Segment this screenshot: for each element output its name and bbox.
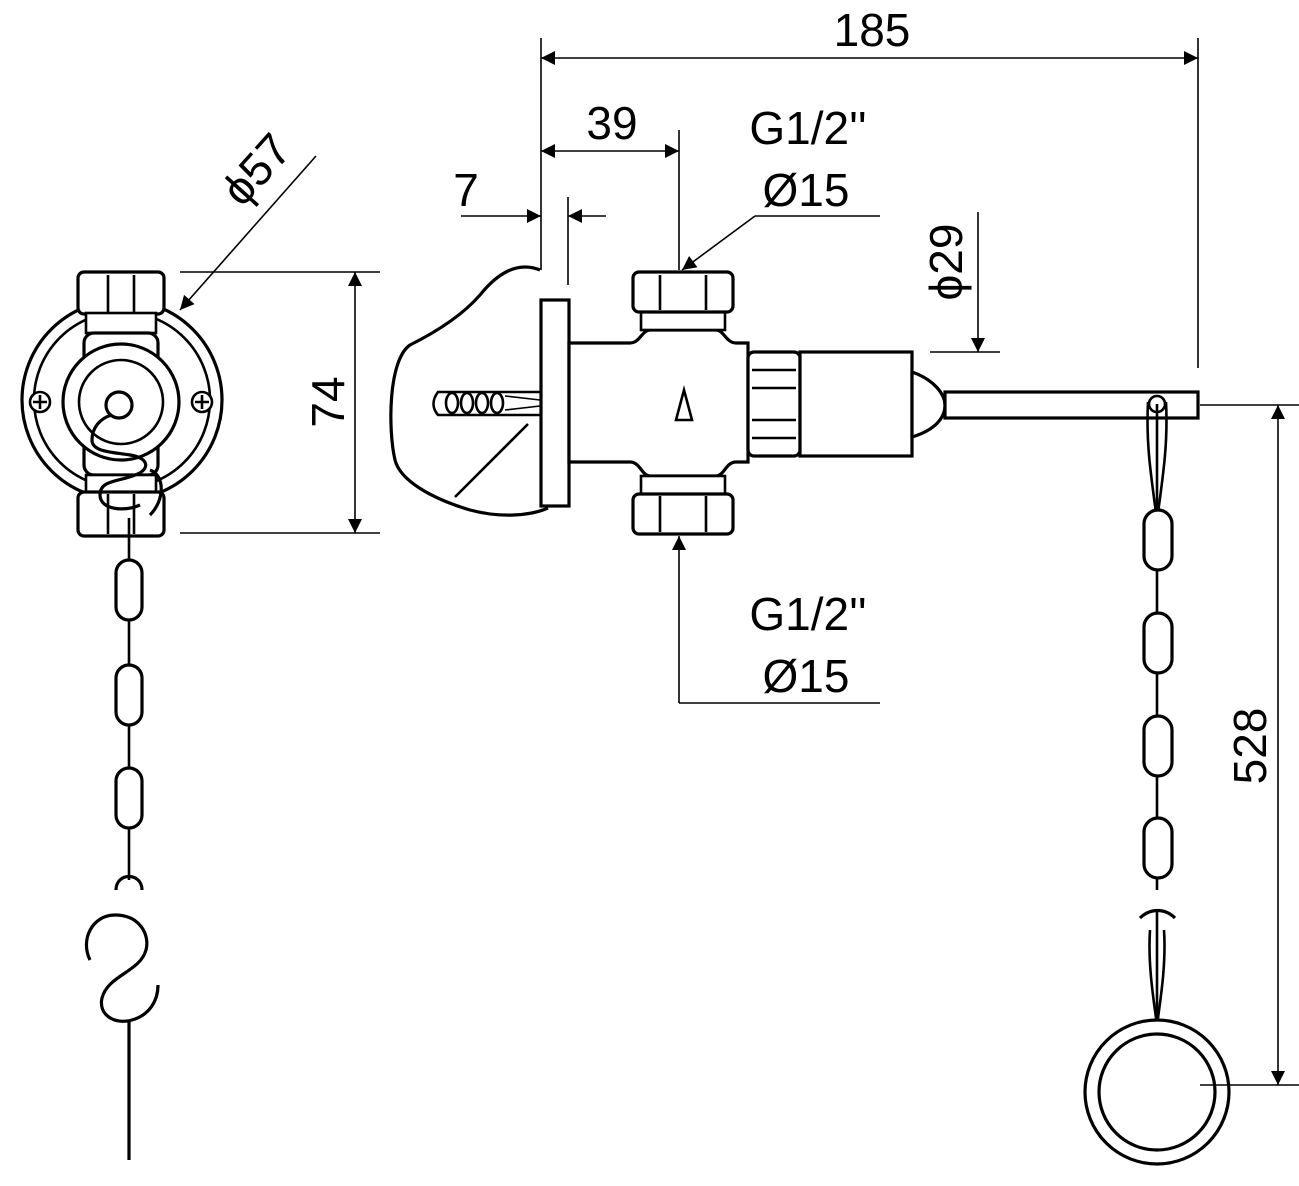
chain-left bbox=[114, 518, 144, 891]
dim-flange-to-inlet: 39 bbox=[586, 97, 637, 149]
push-button bbox=[104, 390, 134, 420]
outlet-nut-bottom bbox=[631, 474, 735, 536]
dim-rosette-diameter: ϕ57 bbox=[211, 123, 301, 215]
cap-nut bbox=[746, 350, 802, 458]
label-outlet-thread: G1/2'' bbox=[749, 588, 866, 640]
chain-right bbox=[1138, 401, 1177, 1030]
dim-cap-diameter: ϕ29 bbox=[920, 224, 972, 301]
top-nut bbox=[76, 270, 166, 335]
valve-body bbox=[567, 328, 750, 478]
screw-icon bbox=[28, 390, 52, 414]
screw-icon bbox=[190, 390, 214, 414]
label-inlet-thread: G1/2'' bbox=[749, 102, 866, 154]
dim-overall-length: 185 bbox=[834, 4, 911, 56]
cap-body bbox=[798, 350, 914, 458]
front-view bbox=[20, 155, 380, 1160]
s-hook bbox=[90, 413, 148, 511]
label-outlet-pipe: Ø15 bbox=[763, 650, 850, 702]
dim-body-height: 74 bbox=[302, 376, 354, 427]
bottom-nut bbox=[76, 473, 166, 538]
flow-arrow-icon bbox=[674, 384, 694, 422]
dim-flange-thickness: 7 bbox=[453, 164, 479, 216]
dim-chain-length: 528 bbox=[1224, 708, 1276, 785]
inlet-nut-top bbox=[631, 270, 735, 332]
label-inlet-pipe: Ø15 bbox=[763, 164, 850, 216]
side-view bbox=[389, 38, 1299, 1166]
flange bbox=[539, 298, 571, 508]
pull-ring bbox=[1083, 1018, 1231, 1166]
s-hook-loose bbox=[84, 913, 160, 1023]
